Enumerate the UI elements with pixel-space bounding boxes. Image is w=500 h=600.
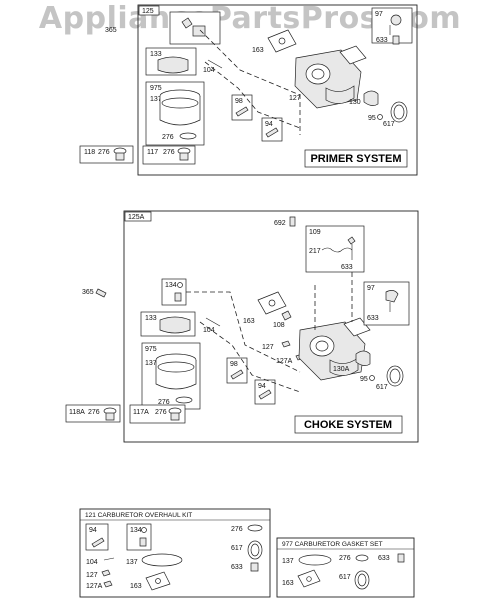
choke-system-section: 125A 692 109 217 633 365 134 133 104 163… [65, 210, 419, 443]
part-label: 633 [341, 264, 353, 271]
part-label: 127 [86, 572, 98, 579]
part-label: 163 [252, 47, 264, 54]
part-label: 134 [165, 282, 177, 289]
part-label: 617 [383, 121, 395, 128]
gasket-set-section: 977 CARBURETOR GASKET SET 137 163 276 63… [276, 537, 415, 598]
choke-frame-label: 125A [128, 214, 145, 221]
overhaul-kit-frame [79, 508, 271, 598]
part-label: 692 [274, 220, 286, 227]
part-box-97 [371, 7, 413, 44]
part-label: 133 [150, 51, 162, 58]
part-label: 137 [126, 559, 138, 566]
part-label: 127A [86, 583, 103, 590]
carburetor-body [294, 45, 367, 109]
part-label: 137 [145, 360, 157, 367]
part-label: 633 [231, 564, 243, 571]
part-box-109 [305, 225, 365, 273]
part-label: 276 [162, 134, 174, 141]
part-label: 137 [150, 96, 162, 103]
part-box-94c [85, 523, 109, 551]
part-label: 276 [231, 526, 243, 533]
part-label: 108 [273, 322, 285, 329]
choke-system-label-box [294, 415, 403, 434]
gasket-set-frame [276, 537, 415, 598]
part-label: 163 [130, 583, 142, 590]
part-label: 118A [69, 409, 85, 416]
part-label: 134 [130, 527, 142, 534]
choke-system-label: CHOKE SYSTEM [304, 419, 392, 431]
part-label: 109 [309, 229, 321, 236]
part-label: 633 [367, 315, 379, 322]
o-ring-137 [141, 553, 183, 567]
primer-system-label-box [304, 149, 408, 168]
part-label: 163 [243, 318, 255, 325]
part-label: 95 [360, 376, 368, 383]
part-label: 276 [88, 409, 100, 416]
part-label: 163 [282, 580, 294, 587]
part-label: 94 [258, 383, 266, 390]
part-label: 94 [265, 121, 273, 128]
part-label: 104 [203, 327, 215, 334]
part-label: 127 [262, 344, 274, 351]
part-label: 97 [367, 285, 375, 292]
part-label: 633 [376, 37, 388, 44]
part-label: 276 [98, 149, 110, 156]
overhaul-kit-section: 121 CARBURETOR OVERHAUL KIT 94 134 104 1… [79, 508, 271, 598]
part-label: 95 [368, 115, 376, 122]
part-label: 633 [378, 555, 390, 562]
part-box-97b [363, 281, 410, 326]
part-label: 104 [203, 67, 215, 74]
part-label: 617 [376, 384, 388, 391]
part-label: 127A [276, 358, 293, 365]
part-133 [157, 56, 189, 74]
part-label: 117A [133, 409, 149, 416]
primer-system-label: PRIMER SYSTEM [310, 153, 401, 165]
choke-frame [123, 210, 419, 443]
part-label: 133 [145, 315, 157, 322]
part-label: 137 [282, 558, 294, 565]
part-label: 98 [230, 361, 238, 368]
carburetor-body-choke [298, 317, 371, 381]
part-box-134c [126, 523, 152, 551]
part-label: 975 [145, 346, 157, 353]
part-label: 276 [158, 399, 170, 406]
part-label: 276 [163, 149, 175, 156]
part-label: 617 [339, 574, 351, 581]
spring-217 [321, 247, 353, 253]
gasket-set-title: 977 CARBURETOR GASKET SET [282, 541, 383, 548]
part-label: 975 [150, 85, 162, 92]
part-label: 365 [82, 289, 94, 296]
part-label: 118 [84, 149, 95, 156]
part-label: 98 [235, 98, 243, 105]
primer-bulb-part [192, 25, 206, 37]
part-label: 130 [349, 99, 361, 106]
part-label: 130A [333, 366, 350, 373]
part-label: 276 [339, 555, 351, 562]
part-label: 94 [89, 527, 97, 534]
part-label: 117 [147, 149, 158, 156]
part-label: 127 [289, 95, 301, 102]
part-label: 217 [309, 248, 321, 255]
part-label: 276 [155, 409, 167, 416]
part-label: 104 [86, 559, 98, 566]
part-label: 365 [105, 27, 117, 34]
overhaul-kit-title: 121 CARBURETOR OVERHAUL KIT [85, 512, 192, 519]
part-label: 617 [231, 545, 243, 552]
screw-part [181, 17, 193, 29]
primer-system-section: 125 365 133 104 975 137 276 98 94 163 [79, 4, 418, 176]
primer-frame-label: 125 [142, 8, 154, 15]
primer-frame [137, 4, 418, 176]
part-label: 97 [375, 11, 383, 18]
